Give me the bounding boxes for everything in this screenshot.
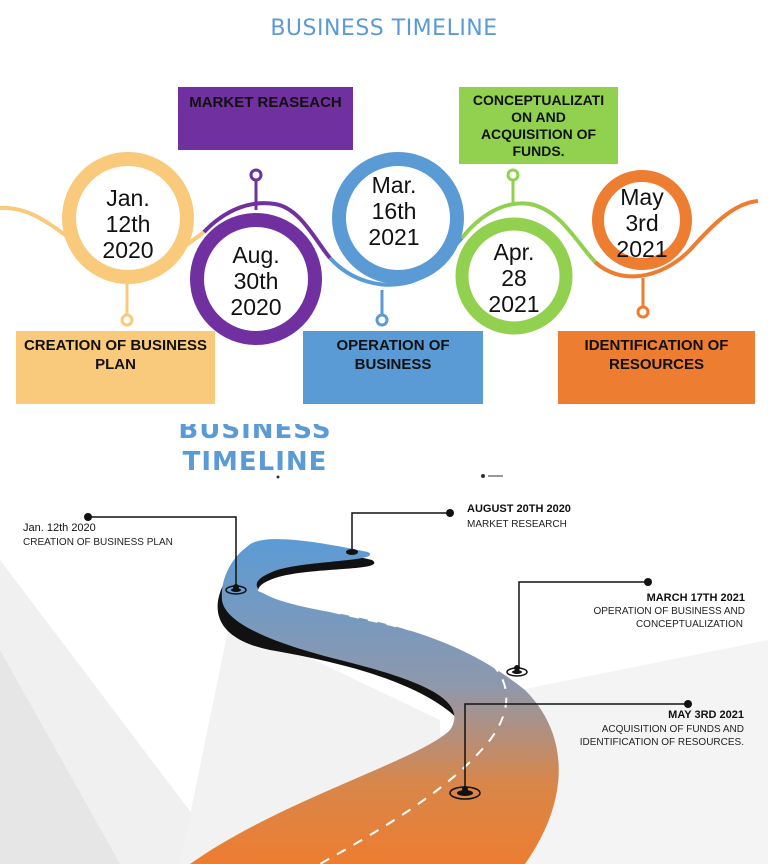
road-label-desc-1: CREATION OF BUSINESS PLAN	[23, 537, 173, 548]
ring-purple	[190, 213, 322, 345]
bottom-title-clip: BUSINESS TIMELINE	[0, 424, 768, 494]
road-label-date-3: MARCH 17TH 2021	[646, 592, 745, 604]
road-label-date-4: MAY 3RD 2021	[668, 709, 744, 721]
ring-orange	[592, 170, 692, 270]
pin-orange	[636, 305, 650, 319]
top-title: BUSINESS TIMELINE	[270, 16, 498, 41]
connector-3	[518, 581, 648, 668]
connector-4	[464, 703, 688, 789]
road-label-date-2: AUGUST 20TH 2020	[467, 503, 571, 515]
label-box-business-plan: CREATION OF BUSINESS PLAN	[16, 331, 215, 404]
background-triangle-2	[0, 650, 120, 864]
pin-purple	[249, 168, 263, 182]
road-surface	[190, 539, 559, 864]
connector-2	[351, 512, 450, 552]
road-center-line	[257, 589, 508, 864]
road-label-desc-3: OPERATION OF BUSINESS AND CONCEPTUALIZAT…	[593, 606, 745, 630]
label-box-operation: OPERATION OF BUSINESS	[303, 331, 483, 404]
wave-segment-orange	[593, 199, 759, 279]
pin-green	[506, 168, 520, 182]
label-box-market-research: MARKET REASEACH	[178, 87, 353, 150]
pin-yellow	[120, 313, 134, 327]
label-box-resources: IDENTIFICATION OF RESOURCES	[558, 331, 755, 404]
label-resources: IDENTIFICATION OF RESOURCES	[584, 337, 729, 373]
connector-1	[88, 516, 237, 587]
wave-segment-purple	[202, 201, 332, 260]
label-market-research: MARKET REASEACH	[189, 94, 342, 111]
bottom-title: BUSINESS TIMELINE	[178, 424, 332, 477]
label-box-conceptualization: CONCEPTUALIZATI ON AND ACQUISITION OF FU…	[459, 87, 618, 164]
label-business-plan: CREATION OF BUSINESS PLAN	[23, 337, 208, 373]
label-conceptualization: CONCEPTUALIZATI ON AND ACQUISITION OF FU…	[472, 92, 605, 159]
road-label-desc-2: MARKET RESEARCH	[467, 519, 567, 530]
road-label-date-1: Jan. 12th 2020	[23, 522, 96, 534]
wave-segment-green	[460, 201, 597, 264]
ring-blue	[332, 152, 464, 284]
label-operation: OPERATION OF BUSINESS	[336, 337, 450, 373]
road-label-desc-4: ACQUISITION OF FUNDS AND IDENTIFICATION …	[579, 724, 744, 748]
ring-yellow	[62, 152, 194, 284]
ring-green	[455, 217, 573, 335]
pin-blue	[375, 313, 389, 327]
